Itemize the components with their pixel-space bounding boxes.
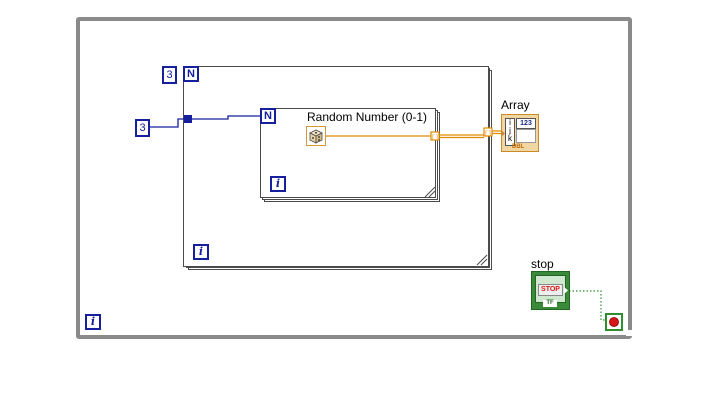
integer-wire-to-inner-count <box>192 115 260 120</box>
while-loop-corner <box>626 330 632 336</box>
inner-for-loop-resize-corner <box>424 186 436 198</box>
array-index-j: j <box>509 126 511 135</box>
array-indicator[interactable]: i j k 123 DBL <box>501 114 539 152</box>
array-index-i: i <box>509 118 511 127</box>
array-label: Array <box>501 98 530 112</box>
inner-for-loop-iteration-terminal: i <box>270 176 286 192</box>
outer-for-loop-iteration-terminal: i <box>193 244 209 260</box>
while-loop-iteration-terminal: i <box>85 314 101 330</box>
boolean-wire <box>569 290 605 321</box>
outer-for-loop-count-terminal: N <box>183 66 199 82</box>
array-wire-2d <box>492 130 501 135</box>
inner-count-constant[interactable]: 3 <box>135 119 150 137</box>
array-element-numeric: 123 <box>516 118 536 129</box>
loop-condition-terminal[interactable] <box>605 313 623 331</box>
inner-for-loop-count-terminal: N <box>260 108 276 124</box>
svg-text:[]: [] <box>431 134 438 141</box>
inner-loop-output-tunnel <box>430 131 440 141</box>
integer-wire-to-tunnel <box>150 118 188 128</box>
stop-label: stop <box>531 257 554 271</box>
array-index-k: k <box>508 134 512 143</box>
stop-type-tag: TF <box>543 300 557 307</box>
outer-for-loop-resize-corner <box>476 254 488 266</box>
stop-button[interactable]: STOP <box>538 284 563 296</box>
stop-condition-icon <box>609 317 619 327</box>
outer-loop-input-tunnel <box>184 115 192 123</box>
inner-for-loop <box>260 108 436 198</box>
random-number-label: Random Number (0-1) <box>307 110 428 124</box>
array-index-column: i j k <box>505 118 515 146</box>
array-element-display <box>516 129 536 143</box>
outer-loop-output-tunnel <box>483 127 493 137</box>
array-wire-1d <box>439 134 484 139</box>
dice-icon[interactable] <box>306 126 326 146</box>
array-type-tag: DBL <box>512 144 525 150</box>
outer-count-constant[interactable]: 3 <box>162 66 177 84</box>
stop-control[interactable]: STOP TF <box>531 271 570 310</box>
svg-text:[]: [] <box>484 130 491 137</box>
stop-output-arrow <box>564 287 568 294</box>
array-input-arrow <box>501 130 505 137</box>
